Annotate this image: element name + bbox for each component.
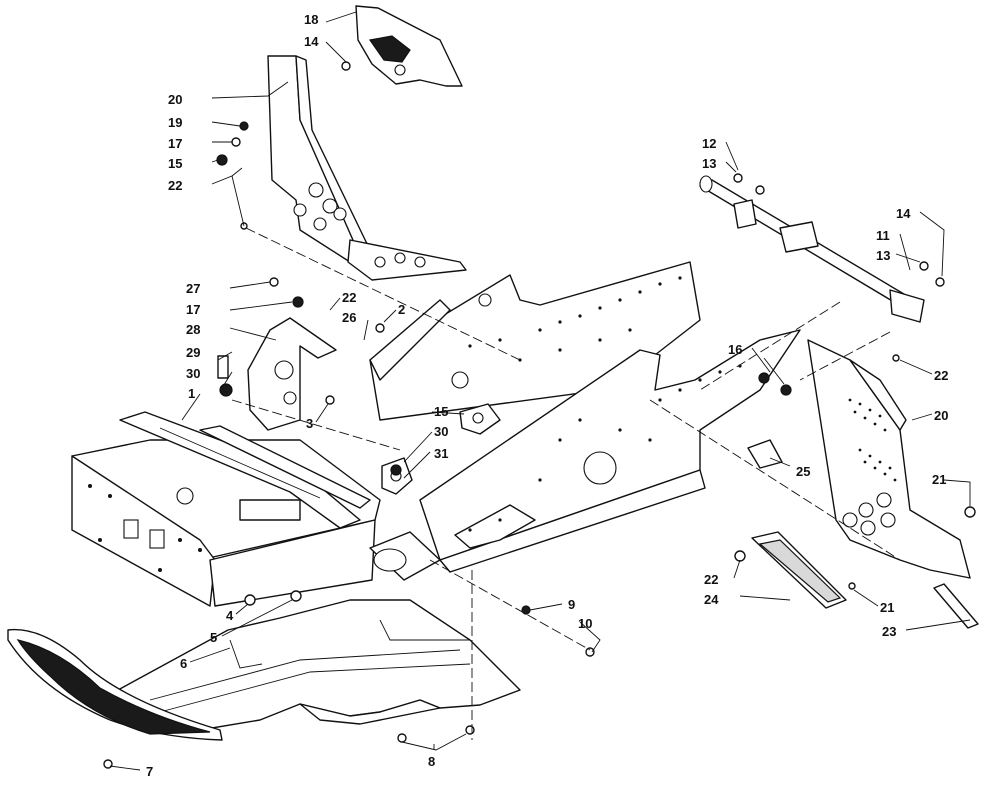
callout-4: 4 xyxy=(226,608,234,623)
callout-20: 20 xyxy=(934,408,948,423)
callout-6: 6 xyxy=(180,656,187,671)
callout-22: 22 xyxy=(704,572,718,587)
center-bracket-part-15 xyxy=(459,403,501,435)
callout-labels: 18 14 20 19 17 15 22 27 17 22 26 2 28 29… xyxy=(146,12,948,779)
callout-15: 15 xyxy=(434,404,448,419)
callout-16: 16 xyxy=(728,342,742,357)
callout-11: 11 xyxy=(876,228,890,243)
callout-5: 5 xyxy=(210,630,217,645)
strap-part-24 xyxy=(751,531,847,609)
callout-30: 30 xyxy=(434,424,448,439)
mount-bracket-part-28 xyxy=(247,317,337,431)
small-bracket-part-25 xyxy=(747,439,783,469)
upper-bracket-part-18 xyxy=(355,5,463,87)
plate-part-23 xyxy=(933,583,979,629)
callout-25: 25 xyxy=(796,464,810,479)
cross-tube xyxy=(369,531,441,581)
callout-22: 22 xyxy=(934,368,948,383)
leader-lines xyxy=(109,11,971,771)
callout-3: 3 xyxy=(306,416,313,431)
callout-1: 1 xyxy=(188,386,195,401)
callout-21: 21 xyxy=(932,472,946,487)
callout-13: 13 xyxy=(702,156,716,171)
callout-26: 26 xyxy=(342,310,356,325)
callout-29: 29 xyxy=(186,345,200,360)
callout-24: 24 xyxy=(704,592,719,607)
callout-20: 20 xyxy=(168,92,182,107)
steering-support-part-20-left xyxy=(267,55,467,281)
callout-30: 30 xyxy=(186,366,200,381)
callout-14: 14 xyxy=(304,34,319,49)
callout-7: 7 xyxy=(146,764,153,779)
callout-22: 22 xyxy=(342,290,356,305)
callout-27: 27 xyxy=(186,281,200,296)
rivet-holes xyxy=(468,276,742,532)
callout-14: 14 xyxy=(896,206,911,221)
callout-2: 2 xyxy=(398,302,405,317)
belly-pan-part-6 xyxy=(117,599,521,731)
callout-12: 12 xyxy=(702,136,716,151)
callout-19: 19 xyxy=(168,115,182,130)
callout-9: 9 xyxy=(568,597,575,612)
callout-23: 23 xyxy=(882,624,896,639)
callout-21: 21 xyxy=(880,600,894,615)
bellcrank-part-31 xyxy=(381,457,413,495)
vent-dots xyxy=(848,398,897,482)
callout-8: 8 xyxy=(428,754,435,769)
callout-17: 17 xyxy=(168,136,182,151)
callout-28: 28 xyxy=(186,322,200,337)
callout-22: 22 xyxy=(168,178,182,193)
nose-piece-part-7 xyxy=(7,628,223,741)
main-frame-tunnel xyxy=(369,261,801,573)
callout-10: 10 xyxy=(578,616,592,631)
steering-shaft-part-11 xyxy=(699,175,925,323)
chassis-front-box xyxy=(71,411,381,607)
callout-18: 18 xyxy=(304,12,318,27)
fasteners xyxy=(103,61,976,769)
callout-13: 13 xyxy=(876,248,890,263)
callout-17: 17 xyxy=(186,302,200,317)
callout-31: 31 xyxy=(434,446,448,461)
side-panel-part-20-right xyxy=(807,339,971,579)
callout-15: 15 xyxy=(168,156,182,171)
